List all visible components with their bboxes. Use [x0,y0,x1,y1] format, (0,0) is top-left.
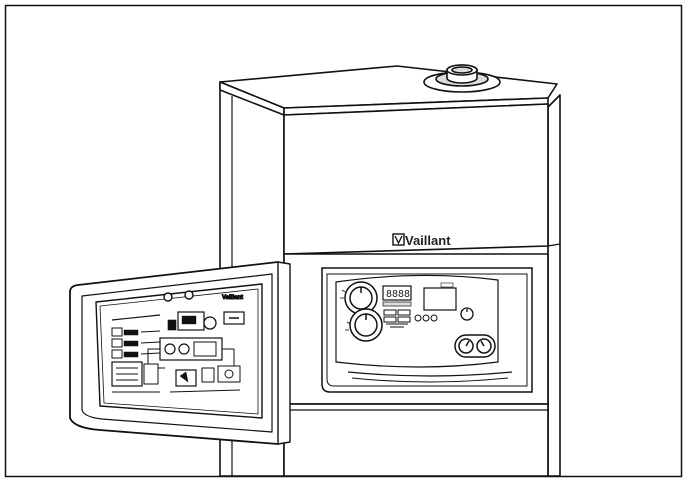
temperature-knob-upper [344,281,378,315]
cabinet-lower-band [283,403,549,477]
lcd-digits: 8888 [386,289,410,300]
lcd-display: 8888 [382,285,412,307]
instruction-label-content: Vaillant [111,290,245,393]
temperature-knob-lower [349,308,383,342]
pressure-gauges [454,334,496,358]
reset-knob [460,307,474,321]
door-logo-text: Vaillant [222,295,243,301]
indicator-lights [414,314,438,322]
door-bevel [81,273,273,433]
cabinet-front-upper [283,103,549,255]
info-window [423,282,457,311]
flue-pipe [423,64,501,93]
cabinet-right-side [547,94,561,477]
door-edge [277,261,291,445]
knob-scale-marks [340,289,351,331]
front-logo-text: Vaillant [405,233,451,248]
label-knob-left [163,292,173,302]
button-cluster [383,309,411,328]
label-knob-right [184,290,194,300]
front-logo: Vaillant [392,233,451,248]
